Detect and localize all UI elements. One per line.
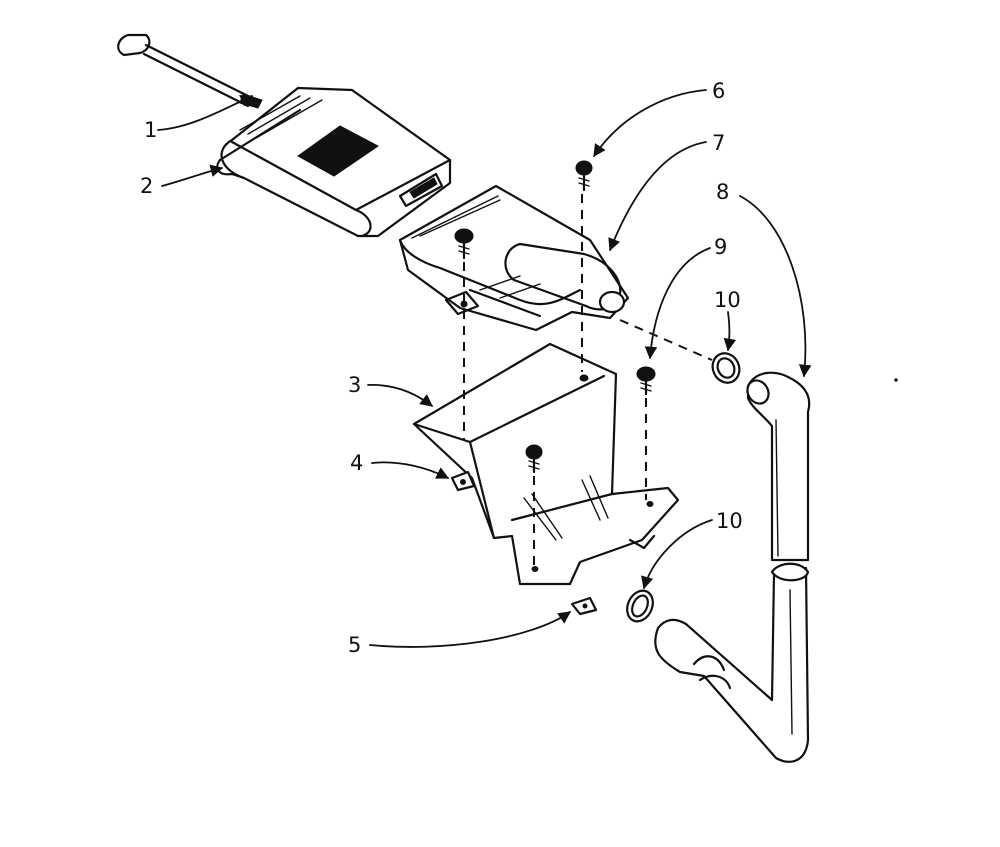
leader-6 (593, 89, 707, 158)
part-5-clip (570, 596, 598, 616)
leader-3 (367, 384, 433, 407)
leader-10-upper (723, 311, 737, 352)
leader-5 (369, 611, 572, 648)
part-7-drain-trough (398, 184, 630, 332)
callout-3: 3 (348, 373, 361, 397)
leader-8 (739, 195, 812, 378)
leader-lines (157, 89, 812, 648)
part-4-clip (450, 470, 476, 492)
callout-labels: 1 2 3 4 5 6 7 8 9 10 10 (140, 79, 743, 657)
callout-7: 7 (712, 131, 725, 155)
callout-10-upper: 10 (714, 288, 741, 312)
callout-8: 8 (716, 180, 729, 204)
part-1-tube (117, 33, 263, 109)
assembly-line-trough-clamp (619, 319, 713, 361)
part-10-clamp-lower (626, 589, 654, 623)
leader-9 (644, 247, 711, 360)
part-10-clamp-upper (711, 352, 741, 384)
scan-speck (894, 378, 898, 382)
part-6-screw (575, 160, 593, 192)
leader-10-lower (641, 519, 713, 590)
callout-9: 9 (714, 235, 727, 259)
callout-4: 4 (350, 451, 363, 475)
screw-lower (525, 444, 543, 474)
callout-5: 5 (348, 633, 361, 657)
leader-2 (161, 164, 224, 187)
assembly-lines (463, 194, 713, 566)
callout-10-lower: 10 (716, 509, 743, 533)
part-8-drain-hose (654, 371, 811, 763)
leader-1 (157, 95, 254, 131)
part-9-screw (636, 366, 656, 396)
part-2-housing (216, 86, 452, 238)
part-3-bracket (412, 342, 680, 586)
screw-upper-left (454, 228, 474, 260)
leader-4 (371, 461, 450, 479)
leader-7 (608, 141, 707, 252)
callout-2: 2 (140, 174, 153, 198)
callout-6: 6 (712, 79, 725, 103)
callout-1: 1 (144, 118, 157, 142)
